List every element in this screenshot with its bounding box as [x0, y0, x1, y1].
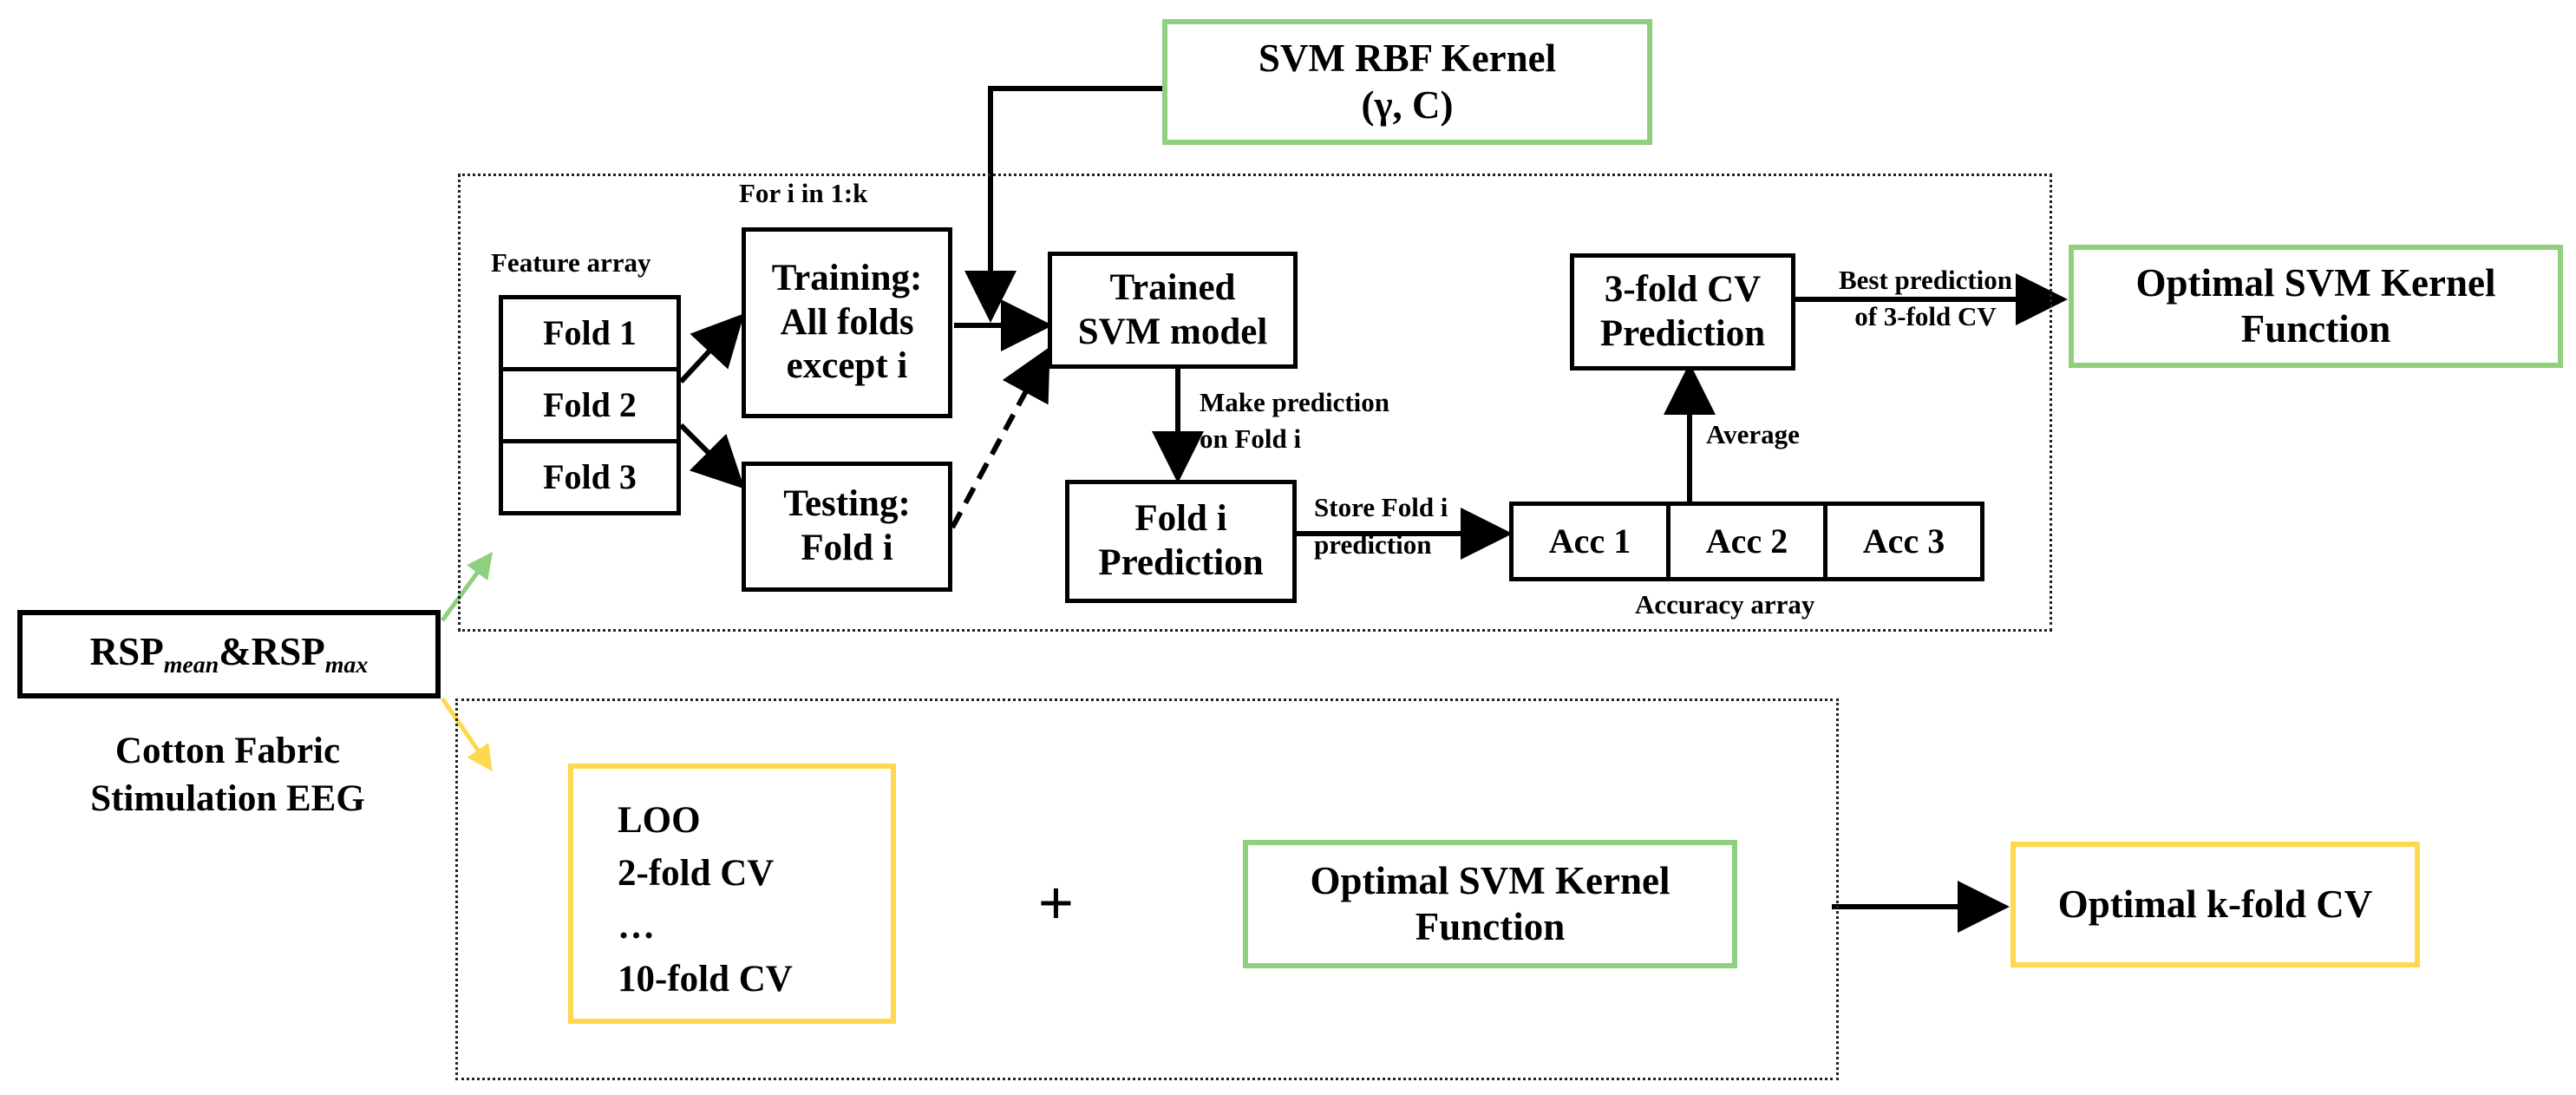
fold-i-prediction-box: Fold i Prediction	[1065, 480, 1297, 603]
cv-options-box	[568, 764, 896, 1024]
feature-fold-1: Fold 1	[499, 295, 681, 371]
plus-sign: +	[1038, 869, 1074, 936]
accuracy-cell-3: Acc 3	[1823, 502, 1984, 581]
make-prediction-label: Make prediction on Fold i	[1200, 387, 1389, 454]
feature-fold-3: Fold 3	[499, 439, 681, 515]
svm-rbf-kernel-box: SVM RBF Kernel (γ, C)	[1162, 19, 1652, 145]
best-prediction-label: Best prediction of 3-fold CV	[1838, 265, 2013, 331]
cv-options-list: LOO 2-fold CV … 10-fold CV	[618, 794, 793, 1006]
input-caption: Cotton Fabric Stimulation EEG	[90, 731, 365, 820]
average-label: Average	[1706, 419, 1800, 449]
input-features-box: RSPmean&RSPmax	[17, 610, 441, 698]
cv-option-ellipsis: …	[618, 906, 655, 947]
optimal-kernel-bottom-box: Optimal SVM Kernel Function	[1243, 840, 1737, 968]
kernel-selection-panel	[458, 174, 2052, 632]
3-fold-cv-prediction-box: 3-fold CV Prediction	[1570, 253, 1795, 370]
arrow-svm-rbf-to-model	[964, 86, 1162, 323]
trained-svm-model-box: Trained SVM model	[1048, 252, 1298, 369]
feature-array-label: Feature array	[491, 247, 651, 278]
cv-option-2-fold: 2-fold CV	[618, 853, 775, 895]
kfold-selection-panel	[455, 698, 1839, 1080]
store-prediction-label: Store Fold i prediction	[1314, 492, 1448, 561]
testing-box: Testing: Fold i	[742, 462, 952, 592]
training-box: Training: All folds except i	[742, 227, 952, 418]
arrow-input-to-top-panel	[440, 551, 493, 622]
loop-label: For i in 1:k	[739, 178, 868, 208]
input-features-label: RSPmean&RSPmax	[89, 629, 369, 679]
optimal-kernel-top-box: Optimal SVM Kernel Function	[2069, 245, 2563, 368]
arrow-fold2-to-testing	[678, 423, 745, 489]
arrow-fold2-to-training	[678, 313, 745, 384]
accuracy-cell-2: Acc 2	[1666, 502, 1827, 581]
cv-option-loo: LOO	[618, 800, 701, 841]
cv-option-10-fold: 10-fold CV	[618, 959, 793, 1000]
optimal-kfold-cv-box: Optimal k-fold CV	[2010, 842, 2420, 967]
accuracy-cell-1: Acc 1	[1509, 502, 1670, 581]
feature-fold-2: Fold 2	[499, 367, 681, 443]
arrow-testing-to-model	[950, 346, 1050, 529]
accuracy-array-label: Accuracy array	[1635, 589, 1815, 620]
arrow-input-to-bottom-panel	[440, 697, 493, 772]
